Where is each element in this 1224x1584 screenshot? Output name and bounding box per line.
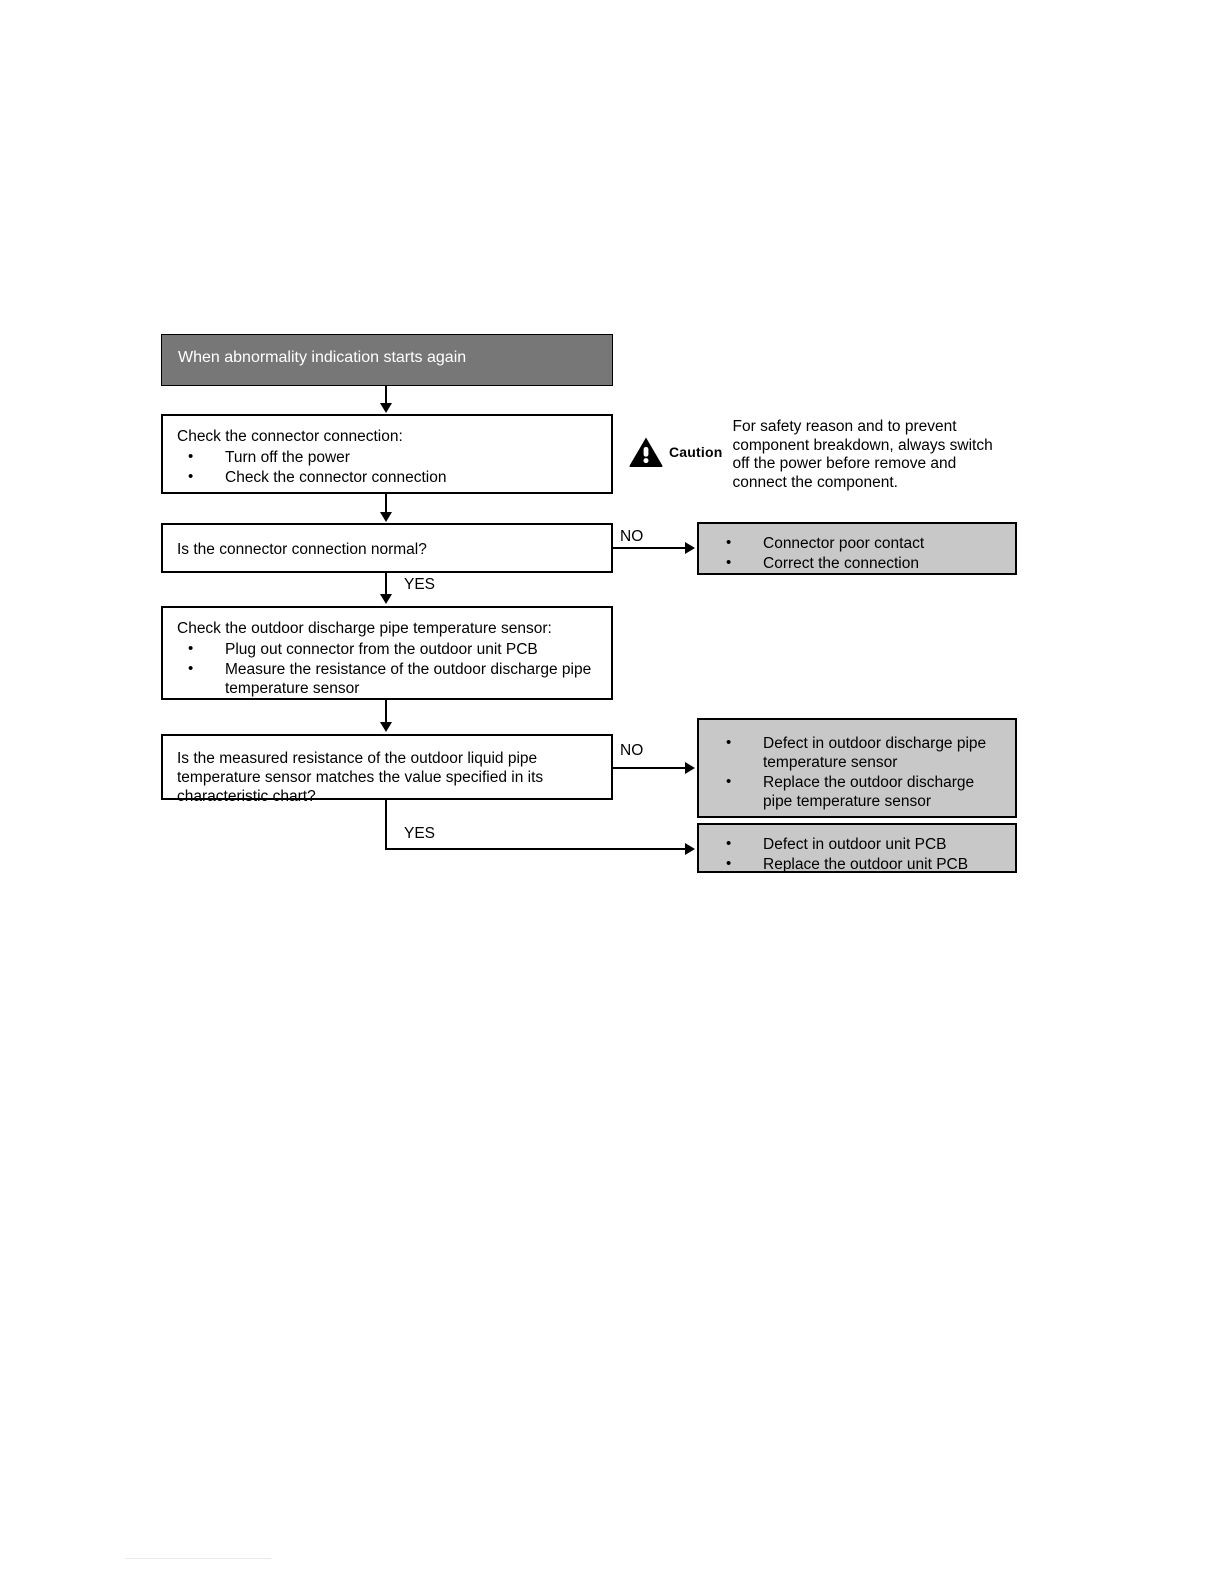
result-box-sensor-fault: Defect in outdoor discharge pipe tempera… [697,718,1017,818]
list-item: Defect in outdoor discharge pipe tempera… [713,733,1001,772]
list-item: Turn off the power [177,447,597,467]
list-item: Replace the outdoor discharge pipe tempe… [713,772,1001,811]
check-connector-lead: Check the connector connection: [177,428,403,445]
list-item: Measure the resistance of the outdoor di… [177,659,597,698]
caution-text: For safety reason and to prevent compone… [732,418,993,491]
pcb-fault-bullet-list: Defect in outdoor unit PCB Replace the o… [713,834,1001,874]
list-item: Correct the connection [713,553,1001,573]
decision-resistance-question: Is the measured resistance of the outdoo… [177,750,544,805]
connector-header-to-check [385,386,387,404]
decision-box-resistance-match: Is the measured resistance of the outdoo… [161,734,613,805]
sensor-fault-bullet-list: Defect in outdoor discharge pipe tempera… [713,733,1001,811]
arrowhead-decision1-no [685,542,695,554]
edge-label-no-2: NO [620,742,644,759]
connector-decision2-no [613,767,685,769]
process-box-check-connector: Check the connector connection: Turn off… [161,414,613,494]
connector-decision1-no [613,547,685,549]
result-box-pcb-fault: Defect in outdoor unit PCB Replace the o… [697,823,1017,873]
connector-decision1-yes [385,573,387,595]
arrowhead-check-to-decision1 [380,512,392,522]
arrowhead-decision2-no [685,762,695,774]
process-box-check-sensor: Check the outdoor discharge pipe tempera… [161,606,613,700]
caution-note: Caution For safety reason and to prevent… [628,418,995,492]
decision-connector-question: Is the connector connection normal? [177,541,427,558]
check-sensor-bullet-list: Plug out connector from the outdoor unit… [177,639,597,698]
check-connector-bullet-list: Turn off the power Check the connector c… [177,447,597,487]
caution-label: Caution [669,444,723,460]
check-sensor-lead: Check the outdoor discharge pipe tempera… [177,620,552,637]
decision-box-connector-normal: Is the connector connection normal? [161,523,613,573]
connector-decision2-yes-vertical [385,800,387,850]
edge-label-no-1: NO [620,528,644,545]
edge-label-yes-2: YES [404,825,436,842]
connector-decision2-yes-horizontal [385,848,685,850]
connector-fault-bullet-list: Connector poor contact Correct the conne… [713,533,1001,573]
list-item: Replace the outdoor unit PCB [713,854,1001,874]
caution-icon-group: Caution [628,436,723,468]
list-item: Defect in outdoor unit PCB [713,834,1001,854]
flow-header-box: When abnormality indication starts again [161,334,613,386]
arrowhead-decision1-yes [380,594,392,604]
warning-triangle-icon [629,437,663,467]
list-item: Check the connector connection [177,467,597,487]
arrowhead-header-to-check [380,403,392,413]
connector-check-to-decision1 [385,494,387,512]
edge-label-yes-1: YES [404,576,436,593]
footer-rule [125,1558,271,1559]
list-item: Plug out connector from the outdoor unit… [177,639,597,659]
list-item: Connector poor contact [713,533,1001,553]
arrowhead-decision2-yes [685,843,695,855]
connector-sensor-to-decision2 [385,700,387,722]
arrowhead-sensor-to-decision2 [380,722,392,732]
flow-header-label: When abnormality indication starts again [178,349,467,366]
result-box-connector-fault: Connector poor contact Correct the conne… [697,522,1017,575]
